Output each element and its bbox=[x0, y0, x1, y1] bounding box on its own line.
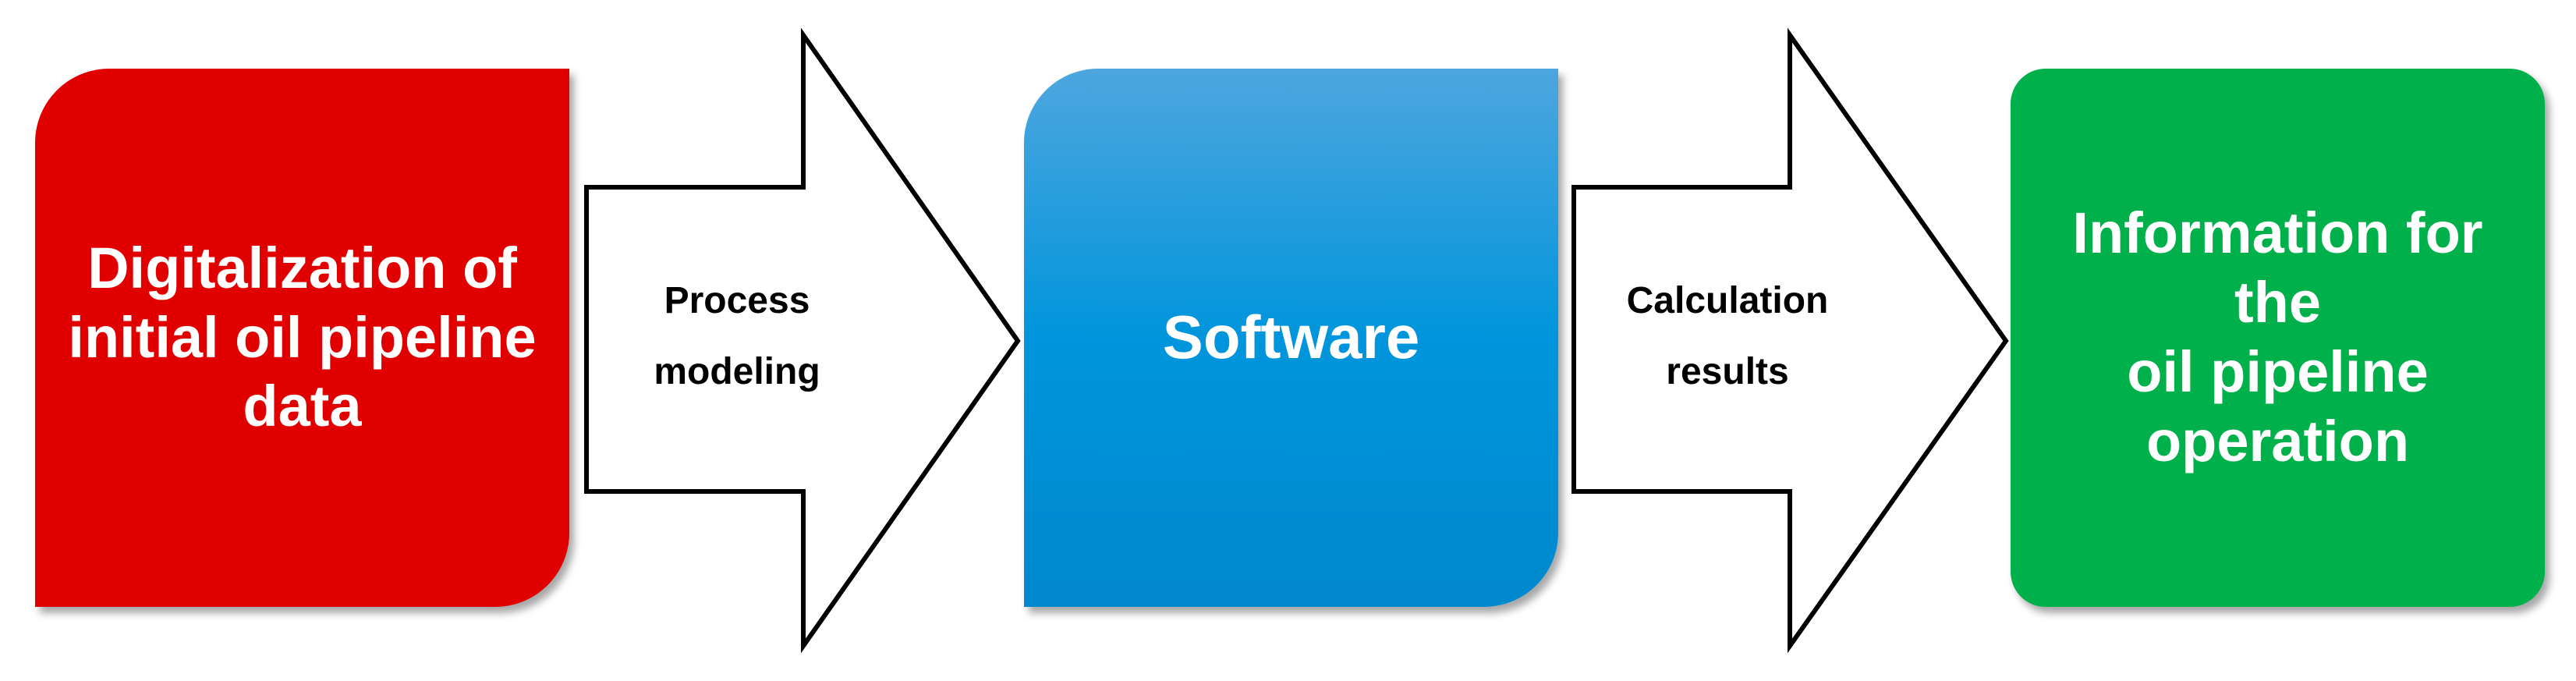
process-modeling-line-2: modeling bbox=[654, 351, 820, 393]
software-box: Software bbox=[1024, 69, 1558, 607]
calculation-results-line-2: results bbox=[1666, 351, 1789, 393]
output-information-text: Information for the oil pipeline operati… bbox=[2042, 199, 2514, 476]
arrow-calculation-results bbox=[1571, 27, 2009, 654]
input-data-box: Digitalization of initial oil pipeline d… bbox=[35, 69, 569, 607]
output-line-3: operation bbox=[2145, 408, 2410, 474]
calculation-results-line-1: Calculation bbox=[1626, 280, 1829, 321]
input-line-2: initial oil pipeline bbox=[68, 304, 537, 370]
arrow-process-modeling bbox=[584, 27, 1021, 654]
software-line-1: Software bbox=[1162, 303, 1420, 372]
process-modeling-line-1: Process bbox=[664, 280, 810, 321]
output-line-2: oil pipeline bbox=[2127, 339, 2429, 404]
output-information-box: Information for the oil pipeline operati… bbox=[2011, 69, 2545, 607]
output-line-1: Information for the bbox=[2072, 200, 2483, 335]
input-data-text: Digitalization of initial oil pipeline d… bbox=[68, 234, 536, 442]
calculation-results-label: Calculation results bbox=[1591, 265, 1864, 407]
software-text: Software bbox=[1163, 301, 1419, 374]
process-modeling-label: Process modeling bbox=[608, 265, 866, 407]
input-line-1: Digitalization of bbox=[87, 235, 517, 300]
input-line-3: data bbox=[243, 374, 362, 439]
